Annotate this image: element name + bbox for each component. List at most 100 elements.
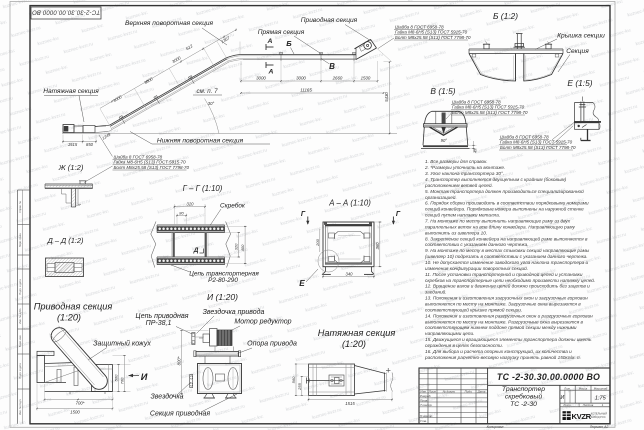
svg-text:12. Вращение валов и движение: 12. Вращение валов и движение цепей долж… (425, 283, 590, 289)
svg-text:7. На монтаже по месту выполн: 7. На монтаже по месту выполнить направл… (425, 219, 571, 224)
svg-text:1500: 1500 (361, 76, 371, 81)
svg-text:А: А (267, 38, 273, 45)
svg-text:340: 340 (346, 271, 354, 276)
svg-text:10. Не допускается изменение з: 10. Не допускается изменение заводского … (425, 260, 589, 265)
svg-text:организацией.: организацией. (425, 194, 457, 200)
svg-text:400: 400 (240, 244, 245, 251)
svg-text:Гайка М8-6Н5 (S13) ГОСТ 59: Гайка М8-6Н5 (S13) ГОСТ 5915-70 (395, 29, 468, 35)
svg-text:30°: 30° (208, 101, 215, 106)
svg-text:Подп.: Подп. (465, 389, 473, 393)
svg-text:Б: Б (286, 39, 292, 48)
svg-text:Д – Д (1:2): Д – Д (1:2) (47, 236, 84, 245)
svg-text:Мотор редуктор: Мотор редуктор (234, 318, 291, 326)
svg-text:760: 760 (120, 377, 125, 384)
svg-text:14. Положения и изготовления: 14. Положения и изготовления разгрузочны… (425, 313, 593, 318)
svg-text:Скребок: Скребок (220, 202, 246, 210)
svg-text:Верхняя поворотная секция: Верхняя поворотная секция (125, 20, 214, 27)
svg-text:Приводная секция: Приводная секция (34, 302, 113, 312)
svg-text:И: И (141, 372, 148, 382)
svg-text:Цепь транспортерная: Цепь транспортерная (189, 271, 259, 278)
svg-text:Дата: Дата (477, 389, 486, 393)
svg-text:направляющими цепи.: направляющими цепи. (425, 331, 474, 336)
svg-text:1515: 1515 (345, 401, 355, 406)
svg-text:Г: Г (396, 211, 401, 218)
svg-text:5430: 5430 (384, 92, 389, 102)
svg-text:1515: 1515 (68, 142, 78, 147)
svg-text:80: 80 (179, 210, 184, 215)
svg-text:Защитный кожух: Защитный кожух (93, 340, 151, 348)
svg-text:Утв.: Утв. (420, 419, 427, 423)
svg-text:Взам. инв.: Взам. инв. (18, 334, 22, 347)
svg-text:заеданий.: заеданий. (424, 289, 447, 295)
svg-text:А – А (1:10): А – А (1:10) (328, 199, 371, 208)
svg-text:3000: 3000 (171, 55, 182, 64)
svg-text:Приводная секция: Приводная секция (301, 16, 358, 24)
svg-text:Е: Е (299, 279, 305, 288)
svg-text:45: 45 (474, 148, 478, 153)
svg-text:Лит.: Лит. (563, 386, 571, 390)
svg-text:расположением ветвей цепей.: расположением ветвей цепей. (424, 182, 493, 188)
svg-text:Р2-80-290: Р2-80-290 (208, 277, 238, 284)
svg-text:320: 320 (234, 243, 239, 250)
svg-text:Крышка секции: Крышка секции (557, 33, 605, 40)
svg-text:Гайка М8-6Н5 (S13) ГОСТ 59: Гайка М8-6Н5 (S13) ГОСТ 5915-70 (500, 139, 573, 145)
svg-text:Т.контр.: Т.контр. (420, 403, 433, 407)
svg-text:ЗАВОД РОС: ЗАВОД РОС (591, 415, 606, 419)
svg-text:Гайка М8-6Н5 (S13) ГОСТ 59: Гайка М8-6Н5 (S13) ГОСТ 5915-70 (452, 104, 525, 110)
svg-text:850: 850 (86, 142, 94, 147)
svg-text:Формат А2: Формат А2 (590, 425, 609, 429)
svg-text:В (1:5): В (1:5) (430, 86, 455, 96)
svg-text:Лист: Лист (562, 403, 571, 407)
svg-text:Масштаб: Масштаб (594, 386, 608, 390)
svg-text:выполняется по месту на монтаж: выполняется по месту на монтаже. Разгруз… (425, 319, 584, 324)
svg-text:Болт М8х25.58 (S13) ГОСТ 7: Болт М8х25.58 (S13) ГОСТ 7798-70 (500, 145, 576, 150)
svg-text:ограждения в целях безопасност: ограждения в целях безопасности. (425, 343, 503, 348)
svg-text:параллельных веток на всю длин: параллельных веток на всю длину конвейер… (425, 223, 576, 229)
svg-text:Инв. № дубл.: Инв. № дубл. (18, 308, 22, 324)
svg-text:см. п. 7: см. п. 7 (196, 88, 218, 95)
svg-text:Изм.: Изм. (420, 389, 426, 393)
svg-text:ТС -2-30.30.00.0000 ВО: ТС -2-30.30.00.0000 ВО (497, 372, 600, 382)
svg-text:90°: 90° (441, 138, 448, 143)
svg-text:Болт М8х25.58 (S13) ГОСТ 7: Болт М8х25.58 (S13) ГОСТ 7798-70 (395, 35, 471, 40)
svg-text:соответствующей крышке прямой: соответствующей крышке прямой секции. (425, 306, 522, 312)
svg-text:Шайба 8 ГОСТ 6958-78: Шайба 8 ГОСТ 6958-78 (452, 99, 501, 105)
svg-text:ПР-38,1: ПР-38,1 (146, 320, 172, 327)
svg-text:Натяжная секция: Натяжная секция (43, 88, 99, 95)
svg-text:KVZR: KVZR (572, 412, 592, 421)
svg-text:Опора привода: Опора привода (247, 340, 297, 348)
svg-text:Лист: Лист (428, 389, 437, 393)
svg-text:Натяжная секция: Натяжная секция (318, 328, 396, 338)
svg-text:В: В (329, 62, 335, 71)
svg-text:КОТЕЛЬНЫЙ: КОТЕЛЬНЫЙ (591, 412, 607, 416)
svg-text:560: 560 (114, 374, 119, 381)
svg-text:скребковый: скребковый (505, 392, 543, 400)
svg-text:Шайба 8 ГОСТ 6958-78: Шайба 8 ГОСТ 6958-78 (395, 24, 444, 30)
svg-text:200: 200 (315, 238, 320, 246)
svg-text:2. *Размеры уточнить на монта: 2. *Размеры уточнить на монтаже. (424, 165, 505, 170)
svg-text:Болт М8х25.58 (S13) ГОСТ 7: Болт М8х25.58 (S13) ГОСТ 7798-70 (452, 110, 528, 115)
svg-text:255: 255 (297, 382, 302, 390)
svg-text:Звездочка: Звездочка (150, 393, 183, 401)
svg-text:15. Движущиеся и вращающиеся: 15. Движущиеся и вращающиеся элементы тр… (425, 337, 592, 342)
svg-text:16. Для выбора и расчета опор: 16. Для выбора и расчета опорных констру… (425, 348, 572, 354)
svg-text:изменения конфигурации поворот: изменения конфигурации поворотных секций… (425, 265, 528, 271)
svg-text:Г – Г (1:10): Г – Г (1:10) (183, 184, 223, 193)
svg-text:1. Все размеры для справок.: 1. Все размеры для справок. (425, 159, 488, 164)
svg-text:1: 1 (602, 403, 604, 407)
svg-text:выполнить из швеллера 10.: выполнить из швеллера 10. (425, 230, 487, 235)
svg-text:Гайка М8-6Н5 (S13) ГОСТ 59: Гайка М8-6Н5 (S13) ГОСТ 5915-70 (114, 159, 187, 165)
svg-text:Листов: Листов (582, 403, 594, 407)
svg-text:1367: 1367 (220, 35, 231, 44)
svg-text:612: 612 (185, 43, 194, 51)
svg-text:Прямая секция: Прямая секция (258, 29, 305, 36)
svg-text:700*: 700* (76, 401, 85, 406)
svg-text:Подп. и дата: Подп. и дата (18, 363, 22, 379)
svg-text:3000: 3000 (296, 76, 306, 81)
svg-text:Масса: Масса (579, 386, 588, 390)
svg-text:выполняется по месту на монтаж: выполняется по месту на монтаже. Загрузо… (425, 302, 581, 307)
svg-text:Н.контр.: Н.контр. (420, 414, 433, 418)
svg-text:Цепь приводная: Цепь приводная (136, 312, 189, 320)
svg-text:Перв. прим.: Перв. прим. (18, 233, 22, 248)
svg-text:Ж (1:2): Ж (1:2) (58, 163, 84, 172)
